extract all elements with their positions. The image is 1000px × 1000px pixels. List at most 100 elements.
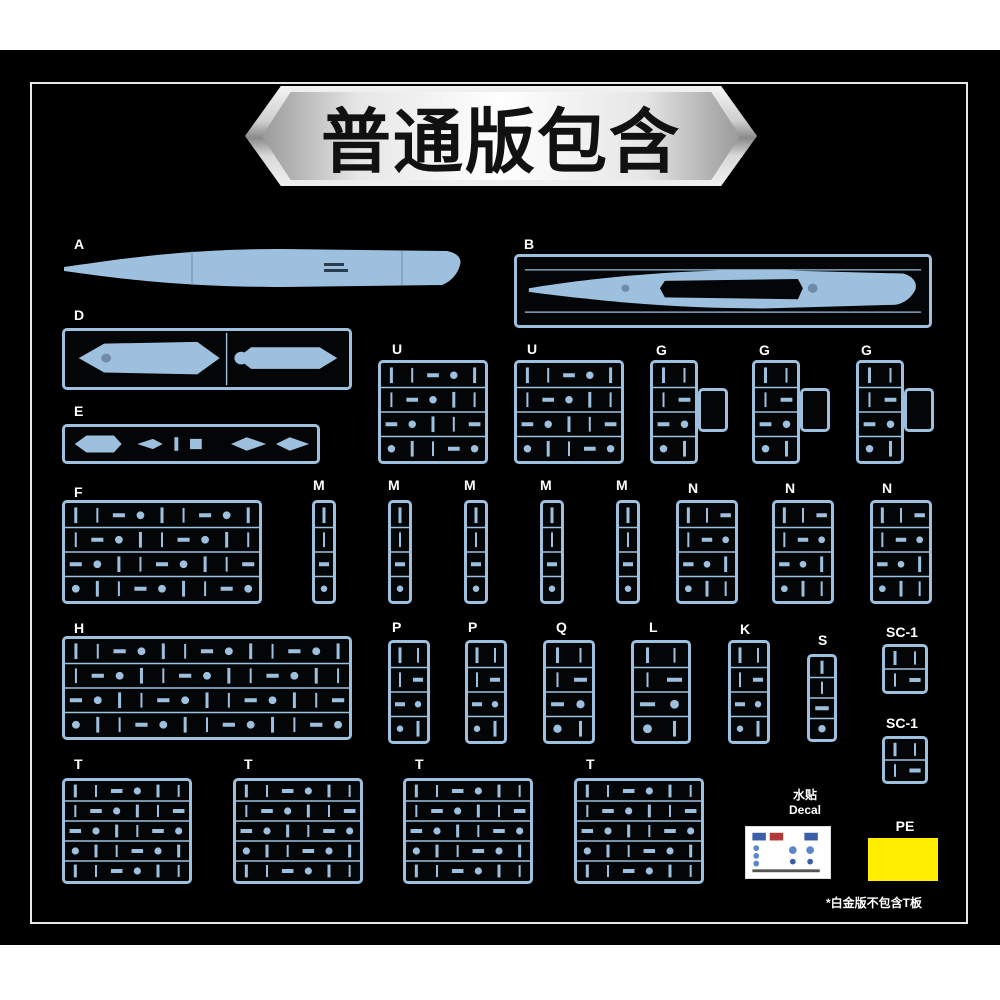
sprue-parts xyxy=(406,784,530,878)
sprue-parts xyxy=(653,367,695,457)
sprue-u1 xyxy=(378,360,488,464)
sprue-label-m4: M xyxy=(540,477,552,493)
sprue-label-t3: T xyxy=(415,756,424,772)
sprue-label-d: D xyxy=(74,307,85,323)
content-frame xyxy=(30,82,968,924)
sprue-label-u1: U xyxy=(392,341,403,357)
sprue-parts xyxy=(885,742,925,777)
sprue-parts xyxy=(391,507,409,592)
sprue-t2 xyxy=(233,778,363,884)
sprue-parts xyxy=(391,647,427,737)
decal-label-cn: 水贴 xyxy=(792,788,817,802)
sprue-parts xyxy=(755,367,797,457)
sprue-sc1a xyxy=(882,644,928,694)
sprue-m4 xyxy=(540,500,564,604)
sprue-parts xyxy=(634,647,688,737)
sprue-m3 xyxy=(464,500,488,604)
sprue-label-q: Q xyxy=(556,619,567,635)
sprue-g2 xyxy=(752,360,800,464)
sprue-parts xyxy=(65,507,259,597)
sprue-u2 xyxy=(514,360,624,464)
sprue-label-a: A xyxy=(74,236,85,252)
sprue-t3 xyxy=(403,778,533,884)
title-banner-face: 普通版包含 xyxy=(262,92,740,180)
sprue-parts xyxy=(810,660,834,733)
deck-shape xyxy=(524,269,922,313)
sprue-label-m2: M xyxy=(388,477,400,493)
page-title: 普通版包含 xyxy=(321,100,681,183)
sprue-parts xyxy=(468,647,504,737)
sprue-label-f: F xyxy=(74,484,83,500)
sprue-parts xyxy=(467,507,485,592)
sprue-d-parts xyxy=(78,332,338,386)
sprue-q xyxy=(543,640,595,744)
sprue-parts xyxy=(679,507,735,597)
sprue-parts xyxy=(873,507,929,597)
sprue-h xyxy=(62,636,352,740)
sprue-label-s: S xyxy=(818,632,828,648)
sprue-label-e: E xyxy=(74,403,84,419)
sprue-label-p2: P xyxy=(468,619,478,635)
sprue-label-p1: P xyxy=(392,619,402,635)
hull-shape xyxy=(64,249,461,287)
sprue-parts xyxy=(859,367,901,457)
sprue-label-m5: M xyxy=(616,477,628,493)
sprue-parts xyxy=(619,507,637,592)
sprue-parts xyxy=(315,507,333,592)
sprue-label-sc1b: SC-1 xyxy=(886,715,918,731)
sprue-n3 xyxy=(870,500,932,604)
sprue-label-h: H xyxy=(74,620,85,636)
sprue-label-n2: N xyxy=(785,480,796,496)
pe-label: PE xyxy=(895,818,915,834)
sprue-parts xyxy=(885,650,925,687)
decal-label: 水贴 Decal xyxy=(760,788,850,818)
sprue-f xyxy=(62,500,262,604)
decal-label-en: Decal xyxy=(788,803,822,817)
sprue-label-sc1a: SC-1 xyxy=(886,624,918,640)
sprue-a-hull xyxy=(62,245,464,291)
decal-sheet-art xyxy=(752,832,820,873)
pe-sheet xyxy=(868,838,938,881)
sprue-n1 xyxy=(676,500,738,604)
sprue-parts xyxy=(775,507,831,597)
sprue-label-l: L xyxy=(649,619,658,635)
sprue-e-parts xyxy=(74,435,310,453)
sprue-s xyxy=(807,654,837,742)
sprue-label-g1: G xyxy=(656,342,667,358)
sprue-p1 xyxy=(388,640,430,744)
sprue-t4 xyxy=(574,778,704,884)
sprue-g2-ext xyxy=(800,388,830,432)
sprue-parts xyxy=(577,784,701,878)
decal-sheet xyxy=(745,826,831,879)
sprue-label-k: K xyxy=(740,621,751,637)
sprue-parts xyxy=(546,647,592,737)
sprue-p2 xyxy=(465,640,507,744)
sprue-parts xyxy=(236,784,360,878)
sprue-n2 xyxy=(772,500,834,604)
sprue-k xyxy=(728,640,770,744)
sprue-label-m3: M xyxy=(464,477,476,493)
sprue-t1 xyxy=(62,778,192,884)
sprue-label-g2: G xyxy=(759,342,770,358)
sprue-label-t4: T xyxy=(586,756,595,772)
sprue-g3-ext xyxy=(904,388,934,432)
sprue-m2 xyxy=(388,500,412,604)
sprue-parts xyxy=(731,647,767,737)
sprue-d xyxy=(62,328,352,390)
sprue-m5 xyxy=(616,500,640,604)
sprue-label-n1: N xyxy=(688,480,699,496)
sprue-g3 xyxy=(856,360,904,464)
sprue-m1 xyxy=(312,500,336,604)
footnote: *白金版不包含T板 xyxy=(826,896,923,910)
sprue-e xyxy=(62,424,320,464)
sprue-label-b: B xyxy=(524,236,535,252)
sprue-g1-ext xyxy=(698,388,728,432)
sprue-label-t1: T xyxy=(74,756,83,772)
sprue-parts xyxy=(65,784,189,878)
sprue-label-g3: G xyxy=(861,342,872,358)
sprue-sc1b xyxy=(882,736,928,784)
sprue-label-u2: U xyxy=(527,341,538,357)
sprue-parts xyxy=(543,507,561,592)
sprue-g1 xyxy=(650,360,698,464)
sprue-label-n3: N xyxy=(882,480,893,496)
